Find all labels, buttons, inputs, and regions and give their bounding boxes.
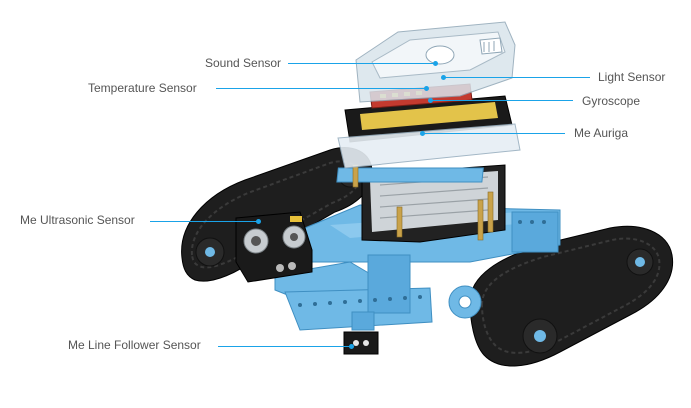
label-me-auriga: Me Auriga: [574, 126, 629, 140]
leader-dot-me-line-follower-sensor: [349, 344, 354, 349]
brass-standoffs: [352, 164, 494, 241]
leader-gyroscope: [432, 100, 573, 101]
leader-dot-me-ultrasonic-sensor: [256, 219, 261, 224]
label-temperature-sensor: Temperature Sensor: [88, 81, 197, 95]
leader-light-sensor: [445, 77, 590, 78]
label-me-ultrasonic-sensor: Me Ultrasonic Sensor: [20, 213, 135, 227]
ultrasonic-sensor-module: [235, 211, 313, 283]
leader-dot-light-sensor: [441, 75, 446, 80]
label-light-sensor: Light Sensor: [598, 70, 666, 84]
leader-me-line-follower-sensor: [218, 346, 351, 347]
leader-me-ultrasonic-sensor: [150, 221, 258, 222]
leader-sound-sensor: [288, 63, 435, 64]
label-me-line-follower-sensor: Me Line Follower Sensor: [68, 338, 201, 352]
leader-temperature-sensor: [216, 88, 426, 89]
leader-dot-gyroscope: [428, 98, 433, 103]
label-gyroscope: Gyroscope: [582, 94, 641, 108]
leader-dot-sound-sensor: [433, 61, 438, 66]
label-sound-sensor: Sound Sensor: [205, 56, 282, 70]
leader-dot-me-auriga: [420, 131, 425, 136]
leader-me-auriga: [424, 133, 565, 134]
leader-dot-temperature-sensor: [424, 86, 429, 91]
